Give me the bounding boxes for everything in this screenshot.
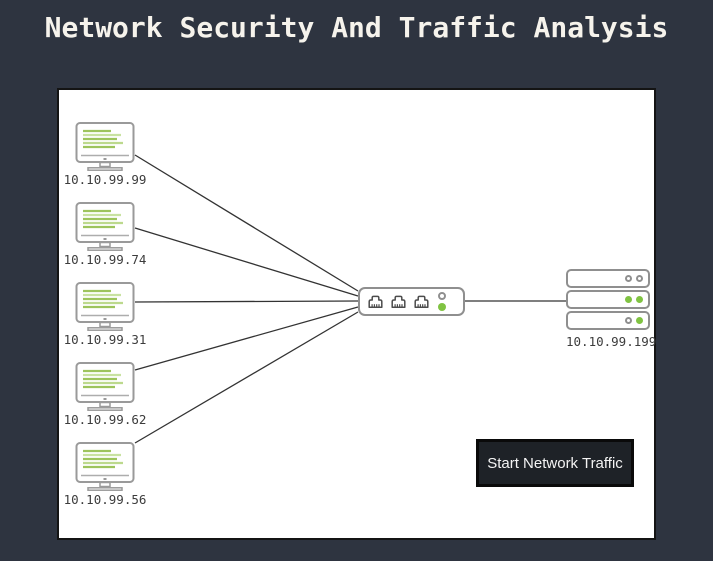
server-rack-unit-icon bbox=[566, 290, 650, 310]
status-led-icon bbox=[636, 296, 643, 304]
computer-ip-label: 10.10.99.31 bbox=[63, 332, 147, 348]
computer-node: 10.10.99.31 bbox=[64, 282, 146, 347]
rj45-port-icon bbox=[368, 295, 383, 309]
status-led-icon bbox=[625, 317, 632, 325]
computer-ip-label: 10.10.99.56 bbox=[63, 492, 147, 508]
status-led-icon bbox=[438, 292, 446, 301]
computer-ip-label: 10.10.99.99 bbox=[63, 172, 147, 188]
network-diagram-canvas: 10.10.99.99 10.10.99.74 bbox=[57, 88, 657, 541]
computer-node: 10.10.99.99 bbox=[64, 122, 146, 187]
server-ip-label: 10.10.99.199 bbox=[566, 334, 657, 350]
status-led-icon bbox=[636, 275, 643, 283]
computer-ip-label: 10.10.99.62 bbox=[63, 412, 147, 428]
computer-icon bbox=[75, 362, 135, 412]
rj45-port-icon bbox=[414, 295, 429, 309]
start-network-traffic-button[interactable]: Start Network Traffic bbox=[476, 439, 634, 488]
computer-icon bbox=[75, 282, 135, 332]
computer-icon bbox=[75, 202, 135, 252]
switch-node bbox=[358, 287, 465, 317]
computer-node: 10.10.99.62 bbox=[64, 362, 146, 427]
computer-icon bbox=[75, 122, 135, 172]
server-rack-unit-icon bbox=[566, 269, 650, 289]
computer-icon bbox=[75, 442, 135, 492]
status-led-icon bbox=[625, 296, 632, 304]
computer-node: 10.10.99.56 bbox=[64, 442, 146, 507]
server-node: 10.10.99.199 bbox=[566, 269, 657, 350]
computer-ip-label: 10.10.99.74 bbox=[63, 252, 147, 268]
switch-leds bbox=[438, 292, 446, 312]
rj45-port-icon bbox=[391, 295, 406, 309]
server-rack-unit-icon bbox=[566, 311, 650, 331]
computer-node: 10.10.99.74 bbox=[64, 202, 146, 267]
page-title: Network Security And Traffic Analysis bbox=[44, 11, 669, 44]
status-led-icon bbox=[636, 317, 643, 325]
status-led-icon bbox=[438, 303, 446, 312]
status-led-icon bbox=[625, 275, 632, 283]
